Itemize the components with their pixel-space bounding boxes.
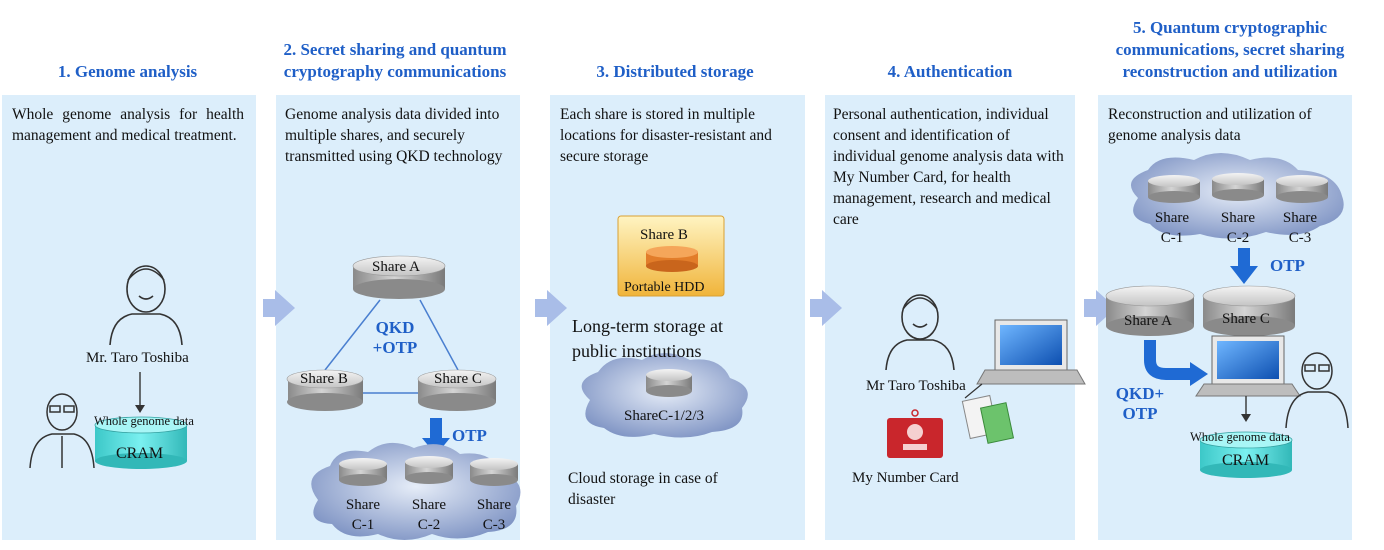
- step-1-title: 1. Genome analysis: [57, 62, 198, 81]
- otp-label-2: OTP: [1270, 256, 1305, 275]
- share-c-label: Share C: [434, 371, 482, 387]
- cram-label: CRAM: [116, 445, 164, 462]
- step-2-title: 2. Secret sharing and quantum cryptograp…: [283, 40, 507, 81]
- person-name-label-2: Mr Taro Toshiba: [866, 378, 966, 394]
- curved-arrow-icon: [1144, 340, 1208, 386]
- qkd-link-lines: [324, 299, 459, 394]
- share-c-label-2: Share C: [1222, 311, 1270, 327]
- down-arrow-icon-2: [1230, 248, 1258, 284]
- step-4-description: Personal authentication, individual cons…: [833, 106, 1064, 228]
- portable-hdd-label: Portable HDD: [624, 280, 705, 295]
- doctor-icon-2: [1285, 352, 1349, 429]
- whole-genome-data-label: Whole genome data: [94, 414, 194, 428]
- cloud-storage-cylinder-icon: [646, 369, 692, 397]
- share-c2-label: Share C-2: [411, 497, 447, 533]
- share-c-cylinder-icon: [417, 369, 497, 411]
- card-reader-cable: [964, 383, 983, 399]
- share-c2-label-2: Share C-2: [1220, 210, 1256, 246]
- share-c1-label: Share C-1: [345, 497, 381, 533]
- panel-authentication: [825, 95, 1075, 540]
- panel-distributed-storage: [550, 95, 805, 540]
- share-a-label-2: Share A: [1124, 313, 1172, 329]
- step-1-description: Whole genome analysis for health managem…: [12, 106, 244, 144]
- cram-label-2: CRAM: [1222, 452, 1270, 469]
- share-a-cylinder-icon-2: [1105, 285, 1195, 336]
- portable-hdd-icon: [617, 215, 725, 297]
- doctor-icon: [29, 393, 95, 469]
- cram-database-icon-2: [1199, 431, 1293, 478]
- whole-genome-data-label-2: Whole genome data: [1190, 430, 1290, 444]
- cloud-storage-label: Cloud storage in case of disaster: [568, 470, 718, 508]
- step-arrow-1: [263, 290, 295, 326]
- otp-label: OTP: [452, 426, 487, 445]
- share-a-label: Share A: [372, 259, 420, 275]
- long-term-storage-label: Long-term storage at public institutions: [572, 316, 723, 361]
- share-a-cylinder-icon: [352, 255, 446, 299]
- cram-database-icon: [94, 416, 188, 469]
- step-5-title: 5. Quantum cryptographic communications,…: [1115, 18, 1345, 81]
- qkd-otp-label: QKD +OTP: [372, 318, 418, 357]
- share-c3-label-2: Share C-3: [1282, 210, 1318, 246]
- share-c-sub-cylinders-icon-2: [1148, 173, 1328, 203]
- card-reader-icon: [961, 394, 1015, 444]
- my-number-card-label: My Number Card: [852, 470, 959, 486]
- hdd-share-b-label: Share B: [640, 227, 688, 243]
- step-5-description: Reconstruction and utilization of genome…: [1108, 106, 1312, 144]
- step-arrow-3: [810, 290, 842, 326]
- laptop-icon: [976, 319, 1086, 385]
- step-2-description: Genome analysis data divided into multip…: [285, 106, 503, 165]
- person-name-label: Mr. Taro Toshiba: [86, 350, 189, 366]
- share-c-sub-cylinders-icon: [339, 456, 518, 486]
- cloud-share-label: ShareC-1/2/3: [624, 408, 704, 424]
- step-arrow-2: [535, 290, 567, 326]
- share-c1-label-2: Share C-1: [1154, 210, 1190, 246]
- laptop-icon-2: [1195, 335, 1301, 397]
- person-icon: [109, 265, 183, 346]
- my-number-card-icon: [887, 409, 943, 458]
- qkd-otp-label-2: QKD+ OTP: [1115, 384, 1165, 423]
- share-b-cylinder-icon: [286, 369, 364, 411]
- share-c-cylinder-icon-2: [1202, 285, 1296, 336]
- step-3-description: Each share is stored in multiple locatio…: [560, 106, 772, 165]
- step-3-title: 3. Distributed storage: [596, 62, 754, 81]
- step-4-title: 4. Authentication: [887, 62, 1013, 81]
- person-icon-2: [885, 294, 955, 371]
- share-b-label: Share B: [300, 371, 348, 387]
- share-c3-label: Share C-3: [476, 497, 512, 533]
